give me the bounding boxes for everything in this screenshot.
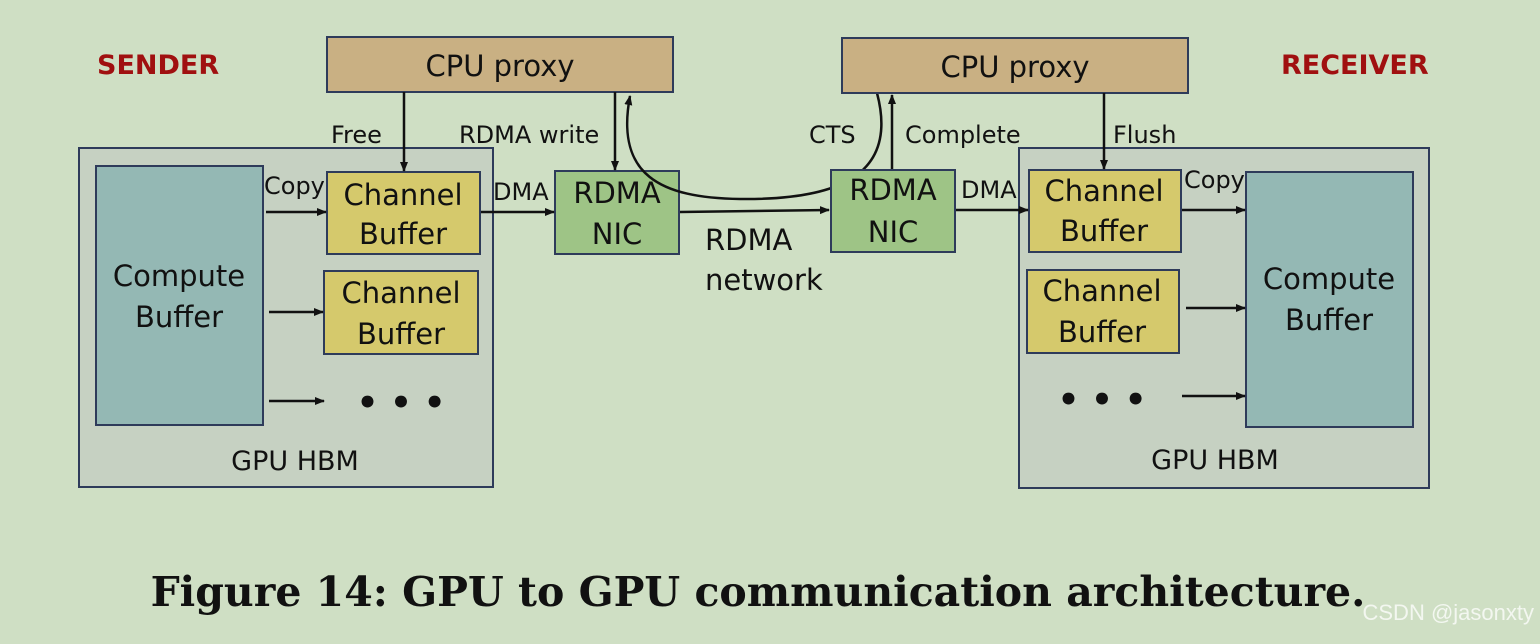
- sender-nic-line1: RDMA: [573, 176, 661, 210]
- sender-cpu-proxy: CPU proxy: [326, 36, 674, 93]
- sender-channel-buffer-2: Channel Buffer: [323, 270, 479, 355]
- figure-caption: Figure 14: GPU to GPU communication arch…: [150, 568, 1366, 616]
- sender-dma-label: DMA: [493, 178, 549, 206]
- receiver-compute-buffer: Compute Buffer: [1245, 171, 1414, 428]
- sender-channel-buffer-1: Channel Buffer: [326, 171, 481, 255]
- receiver-copy-label: Copy: [1184, 166, 1245, 194]
- cts-arrow: [624, 92, 883, 201]
- cts-label: CTS: [809, 121, 856, 149]
- receiver-compute-buffer-line1: Compute: [1263, 262, 1395, 296]
- sender-copy-label: Copy: [264, 172, 325, 200]
- sender-cpu-proxy-label: CPU proxy: [425, 49, 574, 83]
- sender-channel-buffer-2-line1: Channel: [341, 276, 460, 310]
- receiver-channel-buffer-2-line1: Channel: [1042, 274, 1161, 308]
- sender-ellipsis: • • •: [357, 383, 446, 423]
- receiver-label: RECEIVER: [1281, 50, 1429, 81]
- receiver-rdma-nic: RDMA NIC: [830, 169, 956, 253]
- receiver-cpu-proxy-label: CPU proxy: [940, 50, 1089, 84]
- receiver-channel-buffer-1: Channel Buffer: [1028, 169, 1182, 253]
- receiver-channel-buffer-2: Channel Buffer: [1026, 269, 1180, 354]
- receiver-nic-line2: NIC: [868, 215, 919, 249]
- sender-gpu-hbm-label: GPU HBM: [231, 446, 359, 477]
- rdma-write-label: RDMA write: [459, 121, 599, 149]
- sender-channel-buffer-1-line2: Buffer: [359, 217, 447, 251]
- complete-label: Complete: [905, 121, 1021, 149]
- receiver-channel-buffer-1-line1: Channel: [1044, 174, 1163, 208]
- receiver-dma-label: DMA: [961, 176, 1017, 204]
- sender-channel-buffer-2-line2: Buffer: [357, 317, 445, 351]
- receiver-cpu-proxy: CPU proxy: [841, 37, 1189, 94]
- sender-channel-buffer-1-line1: Channel: [343, 178, 462, 212]
- receiver-compute-buffer-line2: Buffer: [1285, 303, 1373, 337]
- sender-rdma-nic: RDMA NIC: [554, 170, 680, 255]
- free-label: Free: [331, 121, 382, 149]
- sender-label: SENDER: [97, 50, 219, 81]
- sender-nic-line2: NIC: [592, 217, 643, 251]
- receiver-gpu-hbm-label: GPU HBM: [1151, 445, 1279, 476]
- receiver-nic-line1: RDMA: [849, 173, 937, 207]
- sender-compute-buffer: Compute Buffer: [95, 165, 264, 426]
- rdma-network-arrow: [679, 206, 830, 215]
- sender-compute-buffer-line1: Compute: [113, 259, 245, 293]
- receiver-ellipsis: • • •: [1058, 380, 1147, 420]
- sender-compute-buffer-line2: Buffer: [135, 300, 223, 334]
- network-line2: network: [705, 263, 823, 297]
- network-line1: RDMA: [705, 223, 793, 257]
- receiver-channel-buffer-1-line2: Buffer: [1060, 214, 1148, 248]
- flush-label: Flush: [1113, 121, 1176, 149]
- watermark: CSDN @jasonxty: [1362, 600, 1535, 625]
- receiver-channel-buffer-2-line2: Buffer: [1058, 315, 1146, 349]
- gpu-communication-diagram: SENDER CPU proxy GPU HBM Compute Buffer …: [78, 36, 1430, 489]
